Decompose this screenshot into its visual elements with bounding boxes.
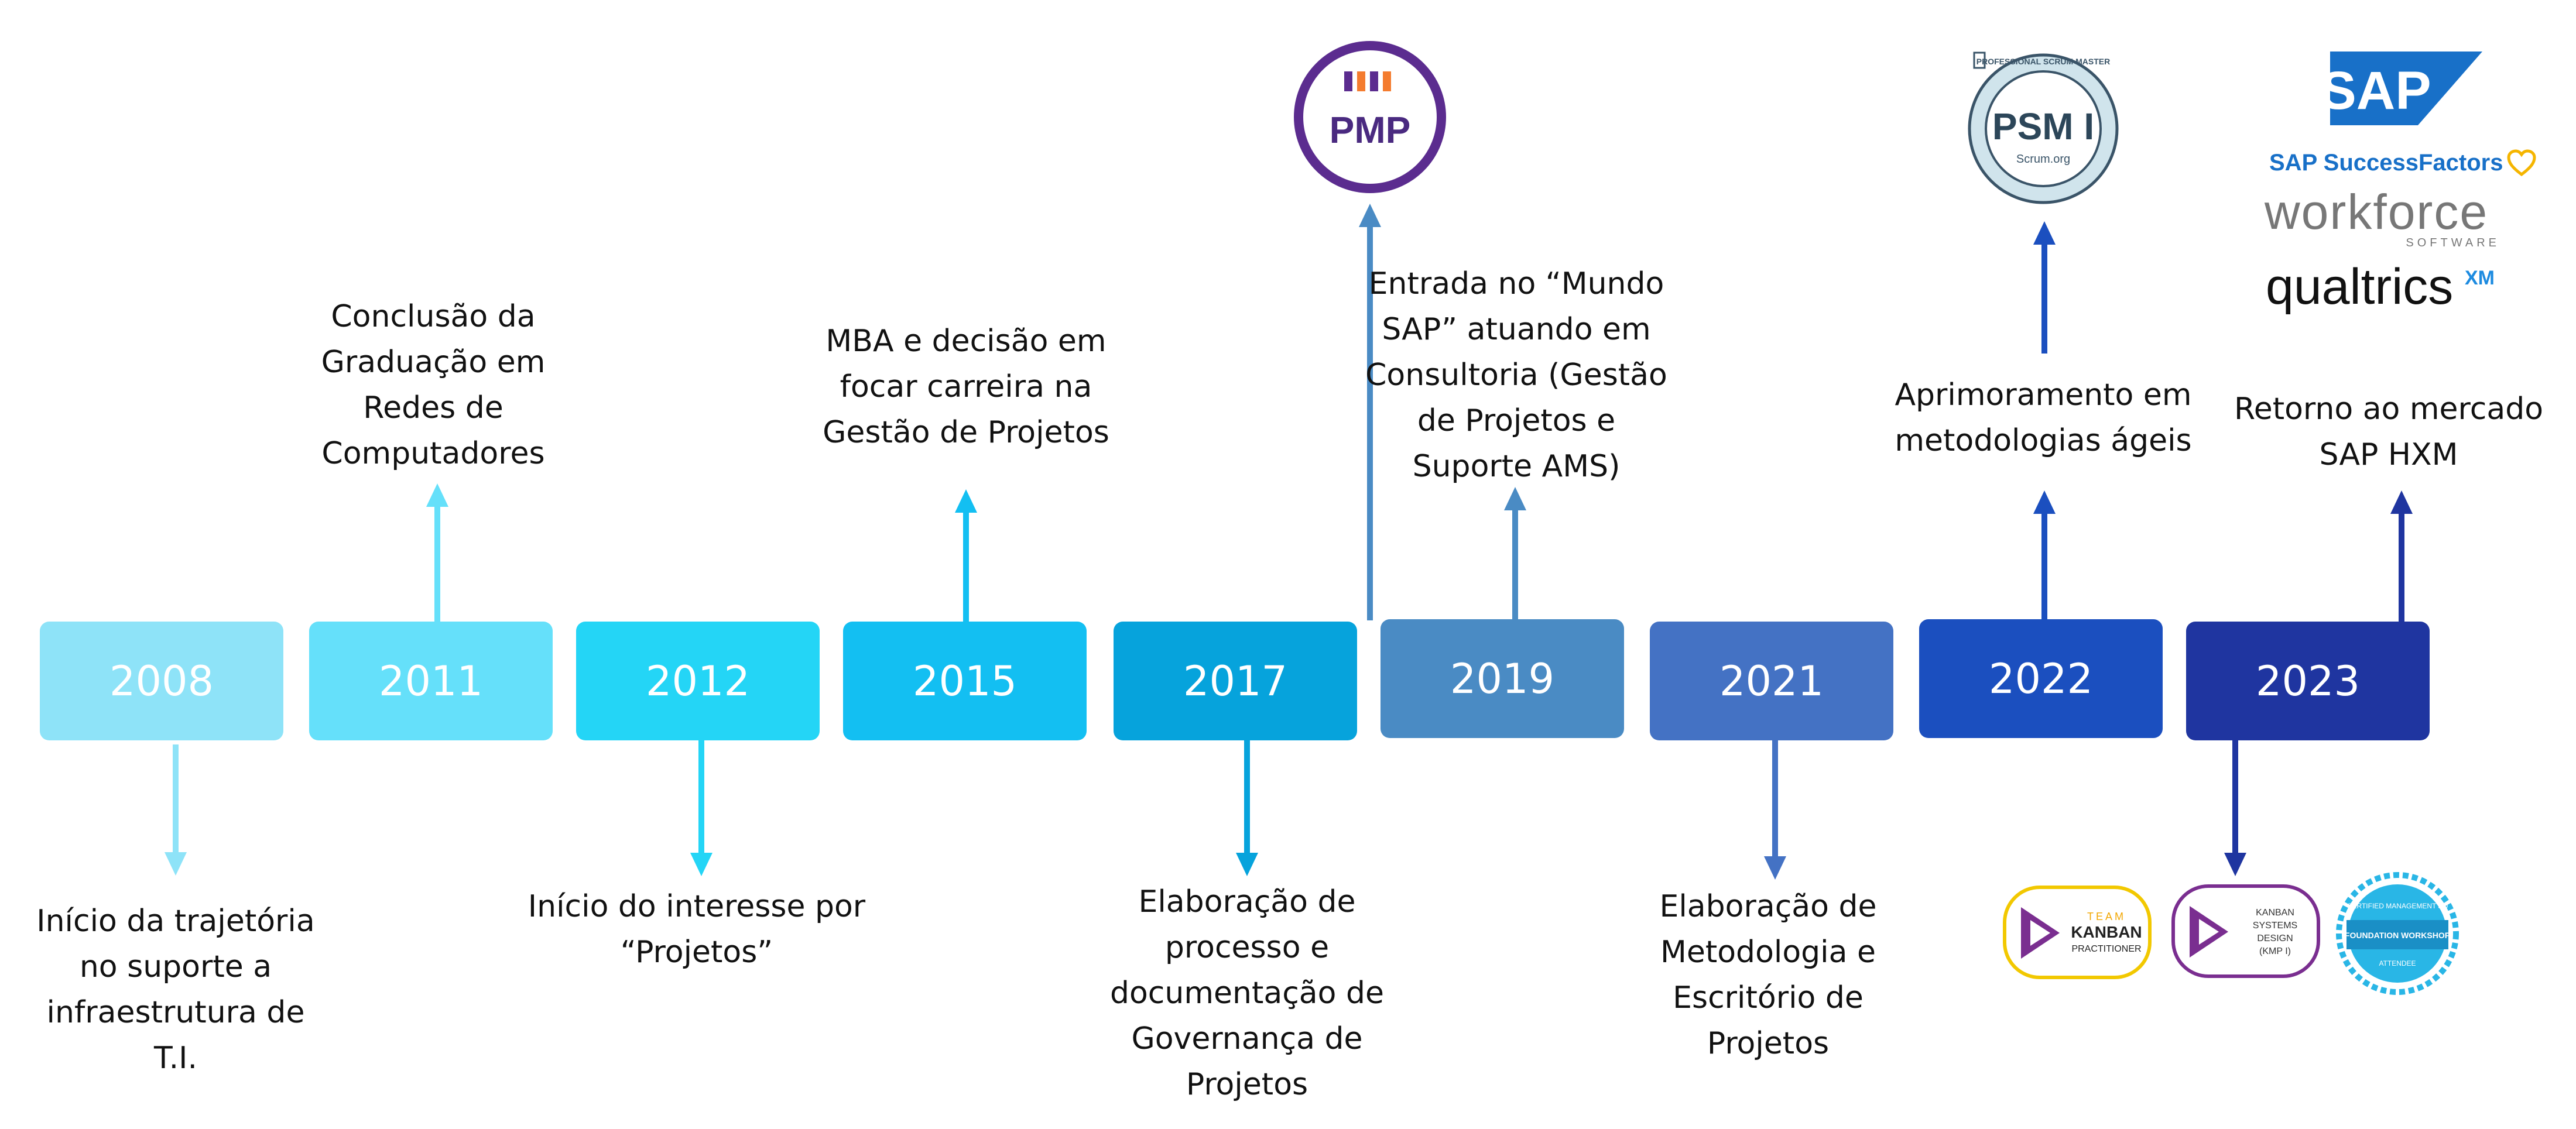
arrow-down-2008 (164, 744, 187, 876)
kanban2-l3-text: DESIGN (2257, 934, 2293, 943)
milestone-2019: Entrada no “Mundo SAP” atuando em Consul… (1365, 266, 1667, 484)
successfactors-text: SAP SuccessFactors (2269, 149, 2503, 176)
psm-badge: PROFESSIONAL SCRUM MASTER PSM I Scrum.or… (1968, 52, 2119, 204)
pmp-text: PMP (1330, 109, 1411, 151)
workforce-logo: workforce SOFTWARE (2265, 187, 2510, 252)
kanban3-main-text: FOUNDATION WORKSHOP (2345, 931, 2450, 940)
sap-logo: SAP (2330, 52, 2482, 125)
arrow-up-2019 (1503, 487, 1527, 619)
sap-text: SAP (2330, 61, 2431, 121)
psm-ring-text: PROFESSIONAL SCRUM MASTER (1976, 57, 2110, 66)
milestone-2022: Aprimoramento em metodologias ágeis (1895, 378, 2192, 458)
arrow-down-2012 (690, 740, 713, 876)
pmp-badge: PMP (1294, 41, 1446, 193)
year-box-2011: 2011 (309, 622, 553, 740)
kanban3-bottom-text: ATTENDEE (2379, 959, 2416, 967)
qualtrics-text: qualtrics (2266, 259, 2454, 315)
team-kanban-practitioner-badge: TEAM KANBAN PRACTITIONER (2003, 886, 2152, 979)
arrow-down-2017 (1235, 740, 1259, 876)
milestone-2021: Elaboração de Metodologia e Escritório d… (1659, 889, 1877, 1061)
arrow-up-2015 (954, 489, 978, 622)
workforce-sub-text: SOFTWARE (2406, 236, 2500, 249)
arrow-down-2023 (2224, 740, 2247, 876)
year-box-2017: 2017 (1114, 622, 1357, 740)
arrow-down-2021 (1763, 740, 1787, 880)
sap-successfactors-logo: SAP SuccessFactors (2269, 145, 2539, 180)
arrow-up-2022 (2033, 490, 2056, 619)
milestone-2011: Conclusão da Graduação em Redes de Compu… (321, 299, 546, 471)
arrow-up-2023 (2390, 490, 2413, 622)
arrow-up-2011 (426, 483, 449, 622)
year-box-2022: 2022 (1919, 619, 2163, 738)
kanban2-l4-text: (KMP I) (2259, 946, 2291, 956)
milestone-2008: Início da trajetória no suporte a infrae… (36, 904, 315, 1076)
milestone-2017: Elaboração de processo e documentação de… (1109, 884, 1385, 1102)
qualtrics-xm-text: XM (2465, 267, 2495, 289)
arrow-up-pmp (1358, 204, 1382, 620)
kanban2-l1-text: KANBAN (2256, 908, 2294, 918)
heart-icon (2507, 149, 2536, 177)
year-box-2019: 2019 (1381, 619, 1624, 738)
year-box-2012: 2012 (576, 622, 820, 740)
kanban3-top-text: CERTIFIED MANAGEMENT 3.0 (2347, 902, 2448, 910)
workforce-text: workforce (2265, 184, 2489, 239)
kanban-systems-design-badge: KANBAN SYSTEMS DESIGN (KMP I) (2171, 884, 2320, 978)
milestone-2023: Retorno ao mercado SAP HXM (2234, 392, 2544, 472)
year-box-2023: 2023 (2186, 622, 2430, 740)
year-box-2015: 2015 (843, 622, 1087, 740)
kanban1-main-text: KANBAN (2071, 923, 2142, 941)
year-box-2021: 2021 (1650, 622, 1893, 740)
kanban1-sub-text: PRACTITIONER (2071, 944, 2141, 954)
qualtrics-logo: qualtrics XM (2266, 258, 2512, 328)
management-foundation-workshop-badge: CERTIFIED MANAGEMENT 3.0 FOUNDATION WORK… (2336, 872, 2459, 995)
psm-text: PSM I (1992, 105, 2094, 147)
year-box-2008: 2008 (40, 622, 283, 740)
milestone-2012: Início do interesse por “Projetos” (527, 889, 866, 970)
psm-org-text: Scrum.org (2016, 153, 2070, 166)
kanban2-l2-text: SYSTEMS (2253, 921, 2297, 931)
kanban1-team-text: TEAM (2087, 911, 2126, 922)
milestone-2015: MBA e decisão em focar carreira na Gestã… (823, 324, 1109, 450)
arrow-up-psm (2033, 221, 2056, 354)
